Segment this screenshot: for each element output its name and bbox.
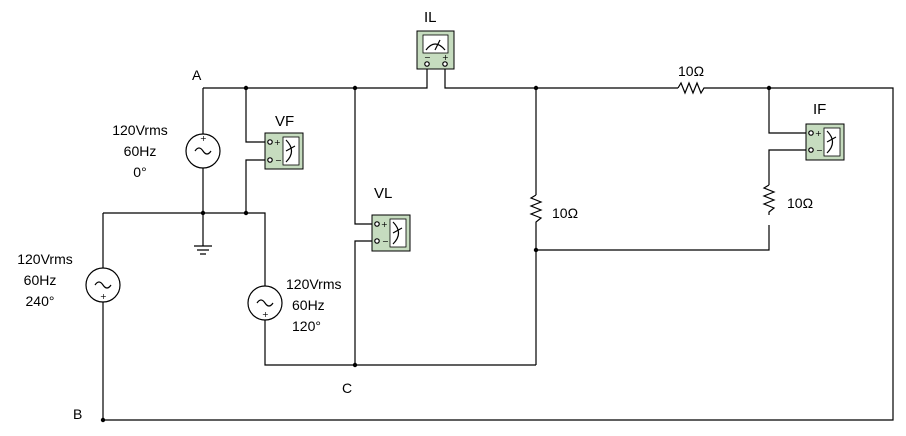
vl-plus-icon: + <box>381 220 388 229</box>
meter-if[interactable]: + − <box>805 123 845 161</box>
source-c-voltage: 120Vrms <box>286 276 342 292</box>
source-c-frequency: 60Hz <box>292 297 325 313</box>
vl-minus-icon: − <box>382 237 389 246</box>
source-b-phase: 240° <box>26 293 55 309</box>
source-c[interactable]: + <box>247 285 283 321</box>
resistor-right[interactable] <box>762 184 776 215</box>
meter-vf[interactable]: + − <box>264 132 304 170</box>
ground-icon <box>194 245 212 255</box>
source-c-plus-icon: + <box>262 310 269 319</box>
source-a-voltage: 120Vrms <box>112 122 168 138</box>
meter-vl[interactable]: + − <box>371 214 411 252</box>
il-plus-icon: + <box>442 53 449 62</box>
node-a-label: A <box>192 67 202 83</box>
resistor-middle-label: 10Ω <box>552 205 578 221</box>
if-minus-icon: − <box>816 146 823 155</box>
source-b-frequency: 60Hz <box>24 272 57 288</box>
meter-il[interactable]: − + <box>416 30 455 70</box>
node-b-label: B <box>73 406 82 422</box>
source-a[interactable]: + <box>185 133 221 169</box>
source-b-plus-icon: + <box>100 292 107 301</box>
source-b[interactable]: + <box>85 267 121 303</box>
wires <box>102 66 894 421</box>
junction-dots <box>100 85 772 423</box>
if-plus-icon: + <box>815 129 822 138</box>
vf-plus-icon: + <box>274 138 281 147</box>
resistor-top-label: 10Ω <box>678 63 704 79</box>
il-minus-icon: − <box>424 53 431 62</box>
source-a-plus-icon: + <box>200 134 207 143</box>
source-a-frequency: 60Hz <box>124 143 157 159</box>
meter-if-label: IF <box>813 101 826 118</box>
resistor-top[interactable] <box>677 81 706 95</box>
meter-vl-label: VL <box>374 185 392 202</box>
node-c-label: C <box>342 380 352 396</box>
meter-il-label: IL <box>424 9 437 26</box>
vf-minus-icon: − <box>275 156 282 165</box>
source-a-phase: 0° <box>133 164 146 180</box>
resistor-right-label: 10Ω <box>787 195 813 211</box>
resistor-middle[interactable] <box>529 194 543 225</box>
meter-vf-label: VF <box>275 113 294 130</box>
source-c-phase: 120° <box>292 318 321 334</box>
source-b-voltage: 120Vrms <box>17 251 73 267</box>
